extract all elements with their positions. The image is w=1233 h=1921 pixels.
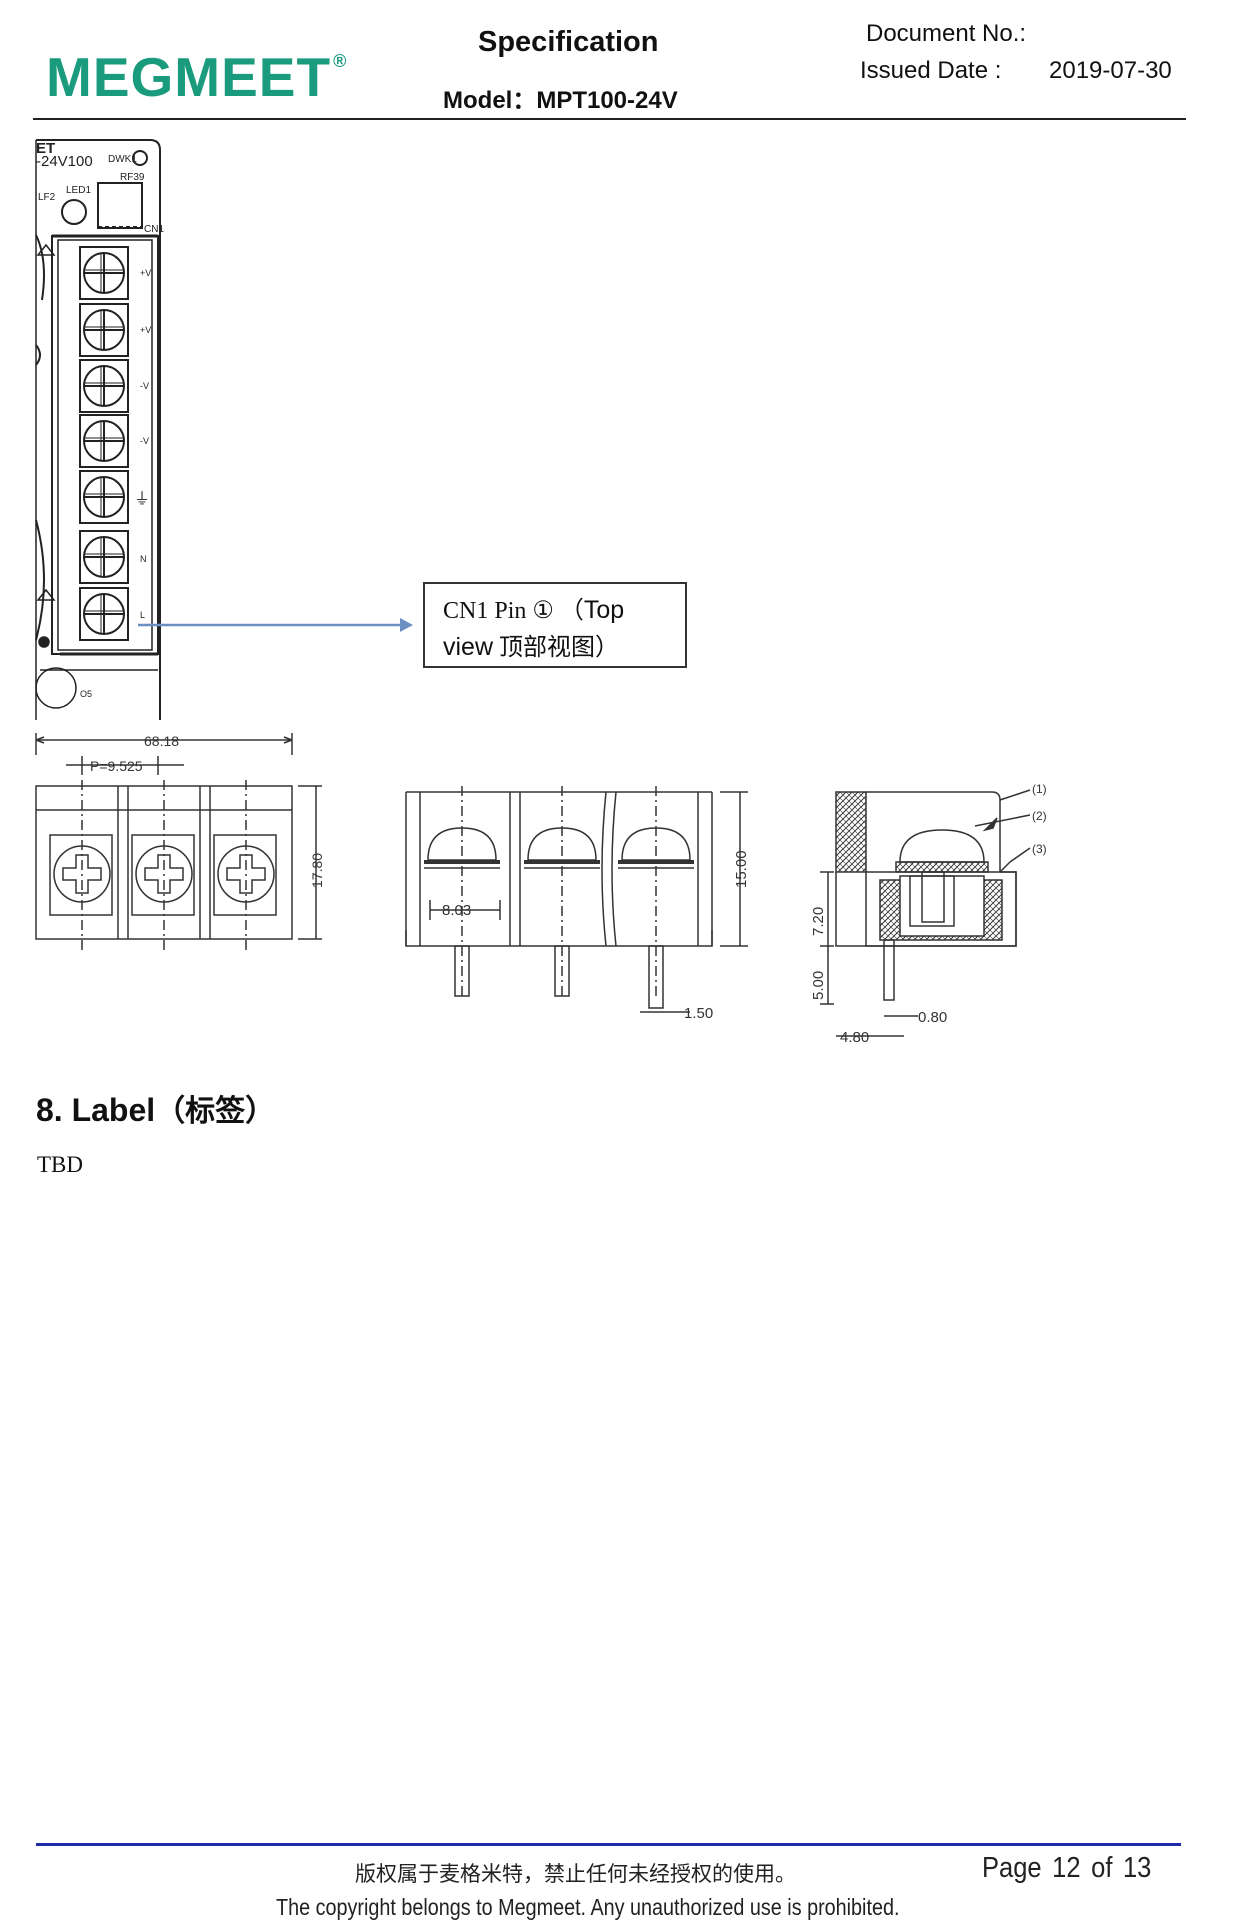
terminal-front-view: 68.18 P=9.525 17.80 <box>35 733 325 950</box>
dim-pin-width: 1.50 <box>684 1005 713 1022</box>
dim-width-total: 68.18 <box>144 733 179 749</box>
pin-label: +V <box>140 325 151 335</box>
pin-labels: +V +V -V -V ⏚ N L <box>134 268 151 620</box>
callout-line1-sans: Top <box>583 596 625 624</box>
pin-callout-box: CN1 Pin ① （Top view 顶部视图） <box>423 582 687 668</box>
section-heading: 8. Label（标签） <box>36 1092 276 1129</box>
pin-label: N <box>140 554 147 564</box>
issued-date-value: 2019-07-30 <box>1049 57 1172 84</box>
issued-date-label: Issued Date : <box>860 57 1002 84</box>
dim-480: 4.80 <box>840 1029 869 1046</box>
callout-line1-serif: CN1 Pin ① （ <box>443 598 584 624</box>
ref-3: (3) <box>1032 842 1047 856</box>
pin-label: +V <box>140 268 151 278</box>
ref-1: (1) <box>1032 782 1047 796</box>
pin-label: L <box>140 610 145 620</box>
rf-label: RF39 <box>120 172 145 183</box>
pin-label: -V <box>140 381 149 391</box>
ref-2: (2) <box>1032 809 1047 823</box>
callout-arrow <box>138 618 413 632</box>
model-label: Model：MPT100-24V <box>443 87 678 114</box>
callout-line2-sans: view <box>443 633 494 661</box>
cn-label: CN1 <box>144 224 164 235</box>
lf-label: LF2 <box>38 192 56 203</box>
callout-line2-cn: 顶部视图） <box>493 635 620 661</box>
copyright-en: The copyright belongs to Megmeet. Any un… <box>276 1894 900 1920</box>
terminal-screws <box>79 246 129 641</box>
dim-080: 0.80 <box>918 1009 947 1026</box>
document-number-label: Document No.: <box>866 20 1027 47</box>
terminal-cross-section: (1) (2) (3) 7.20 5.00 0.80 4.80 <box>810 782 1047 1046</box>
board-label-top: ET <box>36 140 55 157</box>
dim-720: 7.20 <box>810 907 827 936</box>
ground-icon: ⏚ <box>134 490 150 508</box>
terminal-side-view: 8.03 15.00 1.50 <box>405 786 750 1022</box>
copyright-cn: 版权属于麦格米特，禁止任何未经授权的使用。 <box>355 1862 796 1886</box>
dwk-label: DWK1 <box>108 154 137 165</box>
pin-label: -V <box>140 436 149 446</box>
footer-divider <box>36 1843 1181 1846</box>
document-title: Specification <box>478 26 659 58</box>
header-divider <box>33 118 1186 120</box>
dim-height-side: 15.00 <box>733 850 750 888</box>
dim-pitch: P=9.525 <box>90 758 143 774</box>
connector-drawing: ET -24V100 DWK1 RF39 LF2 LED1 CN1 <box>35 139 1047 1046</box>
o5-label: O5 <box>80 689 92 699</box>
warning-icon <box>36 243 56 256</box>
pcb-top-view: ET -24V100 DWK1 RF39 LF2 LED1 CN1 <box>35 139 164 720</box>
warning-icon <box>36 588 56 601</box>
led-label: LED1 <box>66 185 91 196</box>
megmeet-logo: MEGMEET® <box>46 46 348 108</box>
board-label: -24V100 <box>36 153 93 170</box>
dim-pin-spacing: 8.03 <box>442 902 471 919</box>
dim-height-front: 17.80 <box>309 853 325 888</box>
dim-500: 5.00 <box>810 971 827 1000</box>
section-body: TBD <box>37 1152 83 1177</box>
